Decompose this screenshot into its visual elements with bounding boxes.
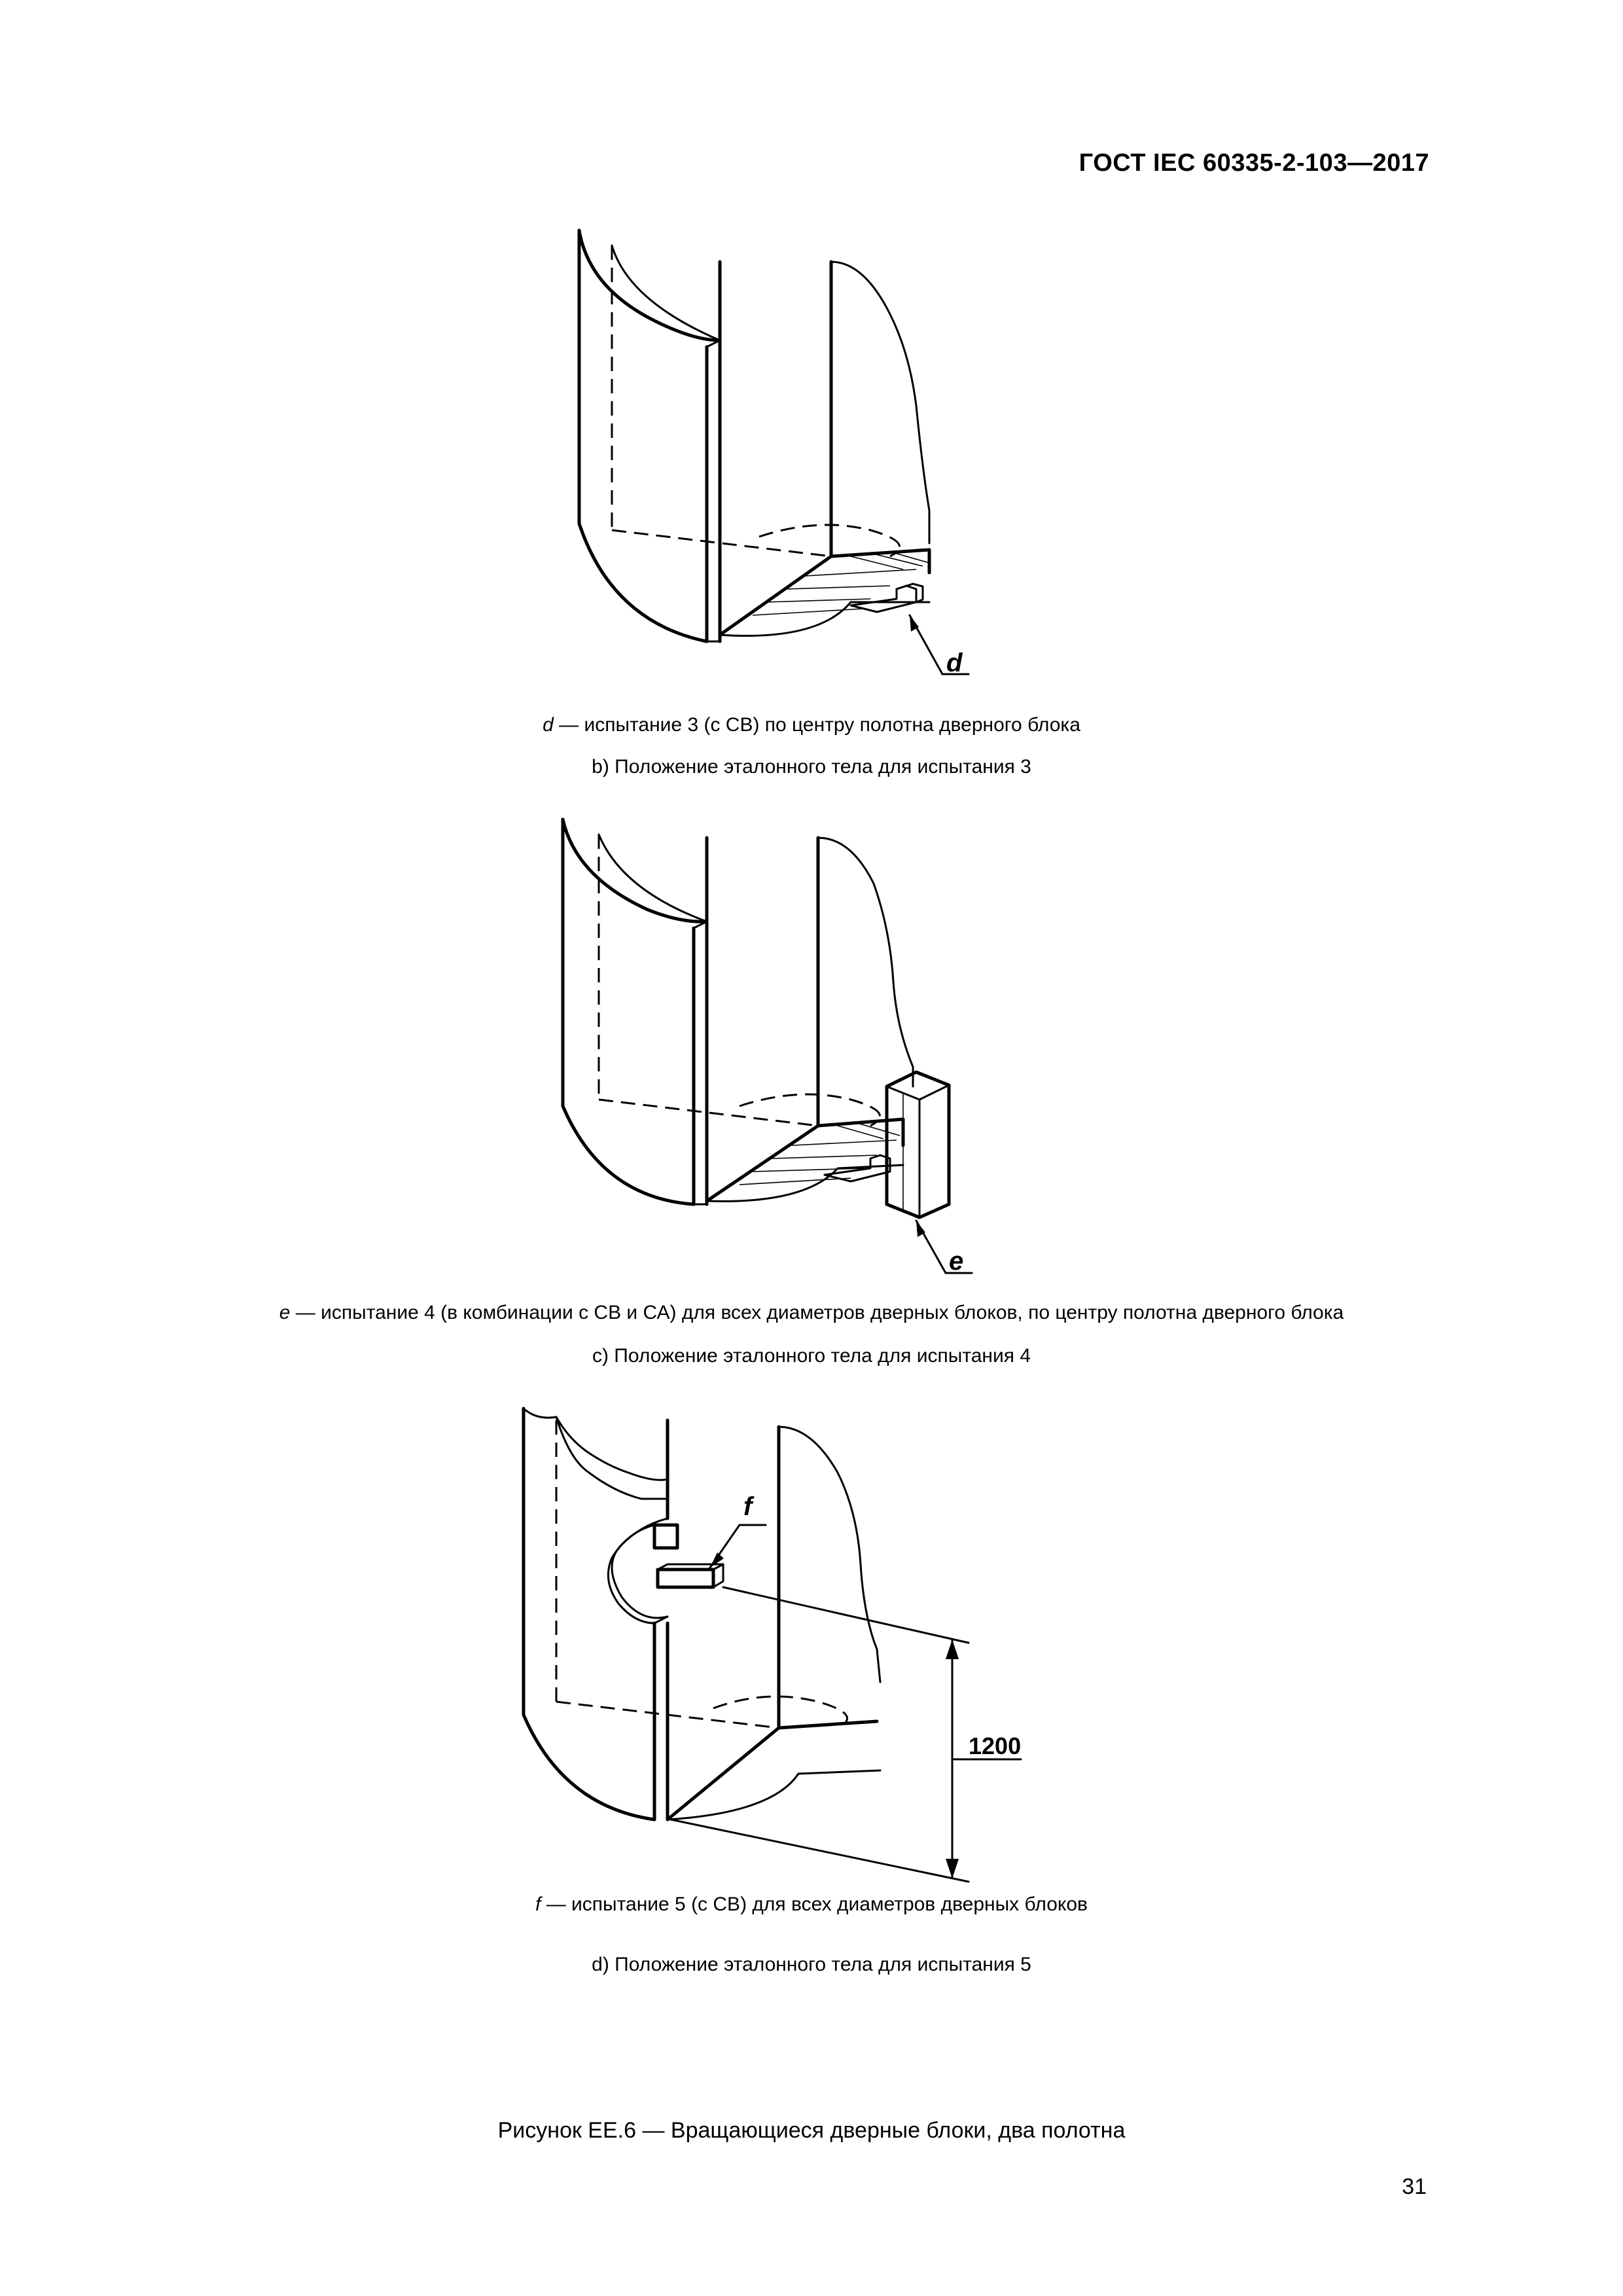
callout-d: d	[908, 614, 970, 677]
door-outline	[577, 228, 931, 643]
subcaption-b: b) Положение эталонного тела для испытан…	[592, 756, 1031, 778]
revolving-door-drawing-b: d	[577, 228, 970, 677]
reference-body-d	[849, 583, 924, 613]
legend-f: f — испытание 5 (с СВ) для всех диаметро…	[535, 1893, 1088, 1915]
door-outline	[522, 1407, 882, 1821]
figure-d-drawing: f 1200	[0, 1401, 1623, 1898]
door-hidden-lines	[597, 834, 881, 1127]
callout-label-d: d	[946, 649, 963, 677]
document-header: ГОСТ IEC 60335-2-103—2017	[1079, 149, 1429, 177]
callout-label-f: f	[743, 1492, 755, 1521]
reference-body-e	[885, 1070, 951, 1219]
door-hidden-lines	[555, 1420, 848, 1729]
cutaway-edge	[607, 1517, 669, 1624]
subcaption-c: c) Положение эталонного тела для испытан…	[592, 1345, 1031, 1367]
door-hidden-lines	[611, 245, 901, 558]
upper-bracket	[652, 1523, 679, 1550]
callout-f: f	[709, 1492, 767, 1569]
floor-outline	[666, 1719, 882, 1821]
dimension-1200: 1200	[669, 1586, 1022, 1883]
reference-body-f	[656, 1563, 724, 1589]
floor-hatching	[705, 1117, 905, 1203]
floor-hatching	[718, 548, 931, 637]
callout-e: e	[915, 1219, 973, 1276]
legend-d: d — испытание 3 (с СВ) по центру полотна…	[543, 714, 1080, 736]
page-number: 31	[1402, 2174, 1427, 2199]
figure-title: Рисунок ЕЕ.6 — Вращающиеся дверные блоки…	[497, 2118, 1126, 2143]
legend-e: e — испытание 4 (в комбинации с СВ и СА)…	[279, 1302, 1344, 1323]
callout-label-e: e	[949, 1247, 963, 1276]
revolving-door-drawing-d: f 1200	[522, 1407, 1022, 1883]
subcaption-d: d) Положение эталонного тела для испытан…	[592, 1954, 1031, 1975]
figure-b-drawing: d	[0, 223, 1623, 707]
dimension-label: 1200	[969, 1732, 1021, 1759]
revolving-door-drawing-c: e	[561, 817, 973, 1276]
figure-c-drawing: e	[0, 812, 1623, 1296]
door-outline	[561, 817, 914, 1206]
